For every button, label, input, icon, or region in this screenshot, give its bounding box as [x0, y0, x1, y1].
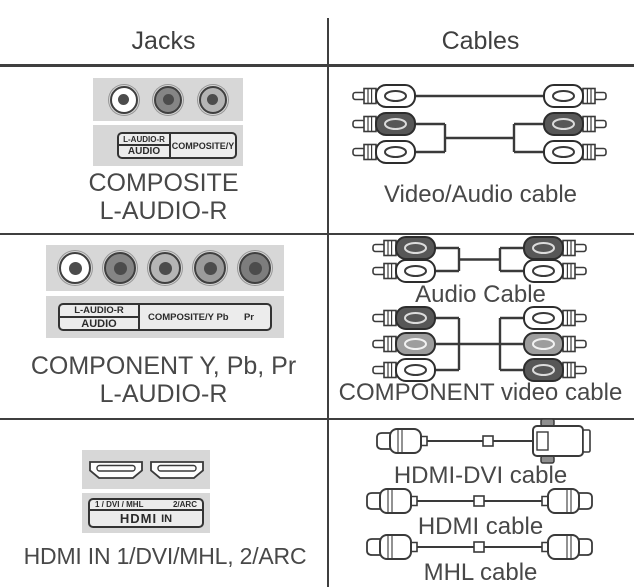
hdmi-plug-icon [541, 534, 593, 560]
hdmi-plug-icon [366, 534, 418, 560]
row-divider-2 [0, 418, 634, 420]
rca-plug-icon [523, 306, 587, 330]
pr-label: Pr [243, 311, 254, 323]
hdmi-port-icon [149, 460, 204, 479]
component-jack-panel [46, 245, 284, 291]
rca-plug-icon [352, 84, 416, 108]
rca-jack-dark-icon [154, 85, 182, 114]
rca-plug-icon [372, 236, 436, 260]
composite-caption-line2: L-AUDIO-R [99, 197, 228, 225]
dvi-plug-icon [532, 418, 591, 464]
composite-caption-line1: COMPOSITE [88, 169, 239, 197]
audio-group-label: AUDIO [81, 318, 117, 330]
rca-jack-white-icon [59, 252, 91, 284]
header-rule [0, 64, 634, 67]
audio-cable-icon [372, 236, 587, 283]
video-audio-cable-caption: Video/Audio cable [383, 181, 578, 208]
rca-plug-icon [543, 140, 607, 164]
composite-jack-panel [93, 78, 243, 121]
rca-jack-deep-icon [239, 252, 271, 284]
hdmi-dvi-cable-caption: HDMI-DVI cable [393, 462, 568, 489]
composite-caption: COMPOSITE L-AUDIO-R [0, 169, 327, 225]
row-divider-1 [0, 233, 634, 235]
composite-y-label: COMPOSITE/Y [171, 140, 235, 151]
rca-plug-icon [523, 236, 587, 260]
hdmi-port-icon [88, 460, 143, 479]
hdmi-plug-icon [376, 428, 428, 454]
composite-label-panel: L-AUDIO-R AUDIO COMPOSITE/Y [93, 125, 243, 166]
composite-label-box: L-AUDIO-R AUDIO COMPOSITE/Y [117, 132, 237, 159]
mhl-cable-caption: MHL cable [423, 559, 538, 586]
component-caption-line1: COMPONENT Y, Pb, Pr [30, 352, 297, 380]
cables-column-header: Cables [441, 27, 520, 55]
hdmi-dvi-cable-icon [376, 418, 591, 464]
audio-jack-label: L-AUDIO-R [119, 134, 169, 146]
component-caption: COMPONENT Y, Pb, Pr L-AUDIO-R [0, 352, 327, 408]
hdmi-logo: HDMI [119, 511, 158, 526]
rca-plug-icon [543, 112, 607, 136]
hdmi2-arc-label: 2/ARC [172, 500, 197, 509]
hdmi-cable-icon [366, 488, 593, 514]
rca-plug-icon [543, 84, 607, 108]
mhl-cable-icon [366, 534, 593, 560]
rca-jack-white-icon [109, 85, 138, 114]
audio-cable-caption: Audio Cable [415, 281, 546, 308]
rca-jack-dark-icon [104, 252, 136, 284]
video-audio-cable-icon [352, 84, 607, 164]
hdmi-caption: HDMI IN 1/DVI/MHL, 2/ARC [23, 543, 307, 569]
audio-group-label: AUDIO [127, 146, 161, 157]
rca-plug-icon [352, 140, 416, 164]
jacks-cables-diagram: Jacks Cables L-AUDIO-R AUDIO COMPOSITE/Y… [0, 18, 634, 587]
hdmi-plug-icon [541, 488, 593, 514]
hdmi-cable-caption: HDMI cable [417, 513, 544, 540]
jacks-column-header: Jacks [131, 27, 196, 55]
rca-jack-light-icon [198, 85, 227, 114]
hdmi-jack-panel [82, 450, 210, 489]
component-cable-caption: COMPONENT video cable [338, 379, 623, 406]
rca-plug-icon [372, 259, 436, 283]
rca-plug-icon [523, 358, 587, 382]
audio-jack-label: L-AUDIO-R [60, 305, 138, 318]
rca-jack-medium-icon [194, 252, 226, 284]
component-caption-line2: L-AUDIO-R [99, 380, 228, 408]
rca-plug-icon [523, 332, 587, 356]
component-label-panel: L-AUDIO-R AUDIO COMPOSITE/Y Pb Pr [46, 296, 284, 338]
hdmi1-dvi-mhl-label: 1 / DVI / MHL [95, 500, 144, 509]
hdmi-plug-icon [366, 488, 418, 514]
rca-jack-light-icon [149, 252, 181, 284]
rca-plug-icon [372, 358, 436, 382]
hdmi-in-label: IN [161, 512, 173, 525]
rca-plug-icon [372, 306, 436, 330]
rca-plug-icon [352, 112, 416, 136]
hdmi-label-panel: 1 / DVI / MHL 2/ARC HDMI IN [82, 493, 210, 533]
component-label-box: L-AUDIO-R AUDIO COMPOSITE/Y Pb Pr [58, 303, 272, 331]
composite-y-pb-label: COMPOSITE/Y Pb [148, 311, 229, 323]
rca-plug-icon [372, 332, 436, 356]
rca-plug-icon [523, 259, 587, 283]
component-cable-icon [372, 306, 587, 382]
column-divider [327, 18, 329, 587]
hdmi-label-box: 1 / DVI / MHL 2/ARC HDMI IN [88, 498, 204, 528]
